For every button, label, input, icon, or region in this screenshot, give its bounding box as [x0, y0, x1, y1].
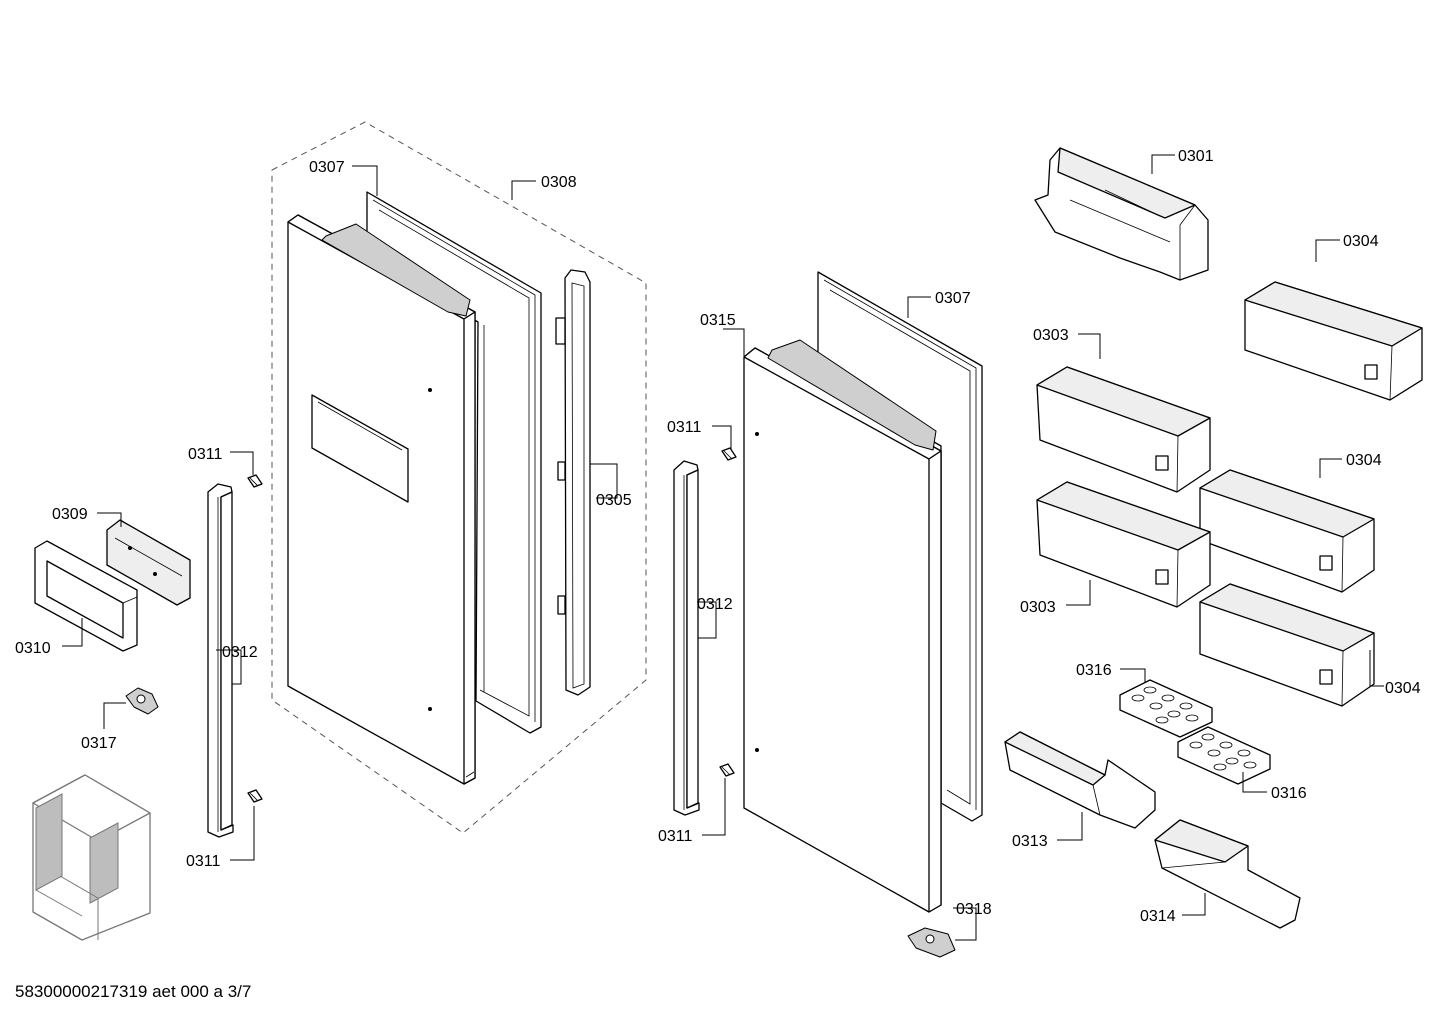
part-0316-egg-tray-top[interactable] [1119, 679, 1213, 738]
callout-0311-left-top: 0311 [188, 446, 223, 463]
callout-0304-bottom: 0304 [1385, 680, 1421, 697]
callout-0308: 0308 [541, 174, 577, 191]
callout-0301: 0301 [1178, 148, 1214, 165]
callout-0304-mid: 0304 [1346, 452, 1382, 469]
callout-0315: 0315 [700, 312, 736, 329]
part-0312-left-handle[interactable] [207, 483, 234, 838]
callout-0318: 0318 [956, 901, 992, 918]
part-0311-screw-mid-top[interactable] [721, 447, 737, 461]
part-0311-screw-left-bottom[interactable] [247, 789, 263, 803]
part-0301-shelf[interactable] [1034, 147, 1209, 281]
callout-0311-mid-top: 0311 [667, 419, 702, 436]
callout-0314: 0314 [1140, 908, 1176, 925]
callout-0312-left: 0312 [222, 644, 258, 661]
callout-0307-left: 0307 [309, 159, 345, 176]
part-0316-egg-tray-bottom[interactable] [1177, 726, 1271, 785]
callout-0312-mid: 0312 [697, 596, 733, 613]
part-left-door[interactable] [287, 214, 476, 785]
callout-labels: 0307 0308 0305 0309 0310 0311 0312 0317 … [15, 148, 1421, 925]
part-0304-bin-top[interactable] [1244, 281, 1423, 401]
callout-0303-top: 0303 [1033, 327, 1069, 344]
part-0314-door-shelf[interactable] [1154, 819, 1301, 929]
part-0304-bin-mid[interactable] [1199, 469, 1375, 593]
callout-0311-mid-bottom: 0311 [658, 828, 693, 845]
callout-0311-left-bottom: 0311 [186, 853, 221, 870]
document-id-footer: 58300000217319 aet 000 a 3/7 [15, 982, 251, 1001]
callout-0309: 0309 [52, 506, 88, 523]
fridge-overview-thumbnail [32, 774, 151, 941]
callout-0307-right: 0307 [935, 290, 971, 307]
part-0305-side-rail[interactable] [555, 269, 591, 696]
callout-0304-top: 0304 [1343, 233, 1379, 250]
callout-0313: 0313 [1012, 833, 1048, 850]
part-0311-screw-mid-bottom[interactable] [719, 763, 735, 777]
part-0313-door-shelf[interactable] [1004, 731, 1156, 829]
part-0311-screw-left-top[interactable] [247, 474, 263, 488]
part-0303-bin-bottom[interactable] [1036, 481, 1211, 608]
part-0317-hinge-cover[interactable] [125, 687, 159, 715]
door-assembly-outline [271, 121, 647, 834]
part-0315-door[interactable] [743, 339, 942, 913]
callout-0317: 0317 [81, 735, 117, 752]
callout-0316-bottom: 0316 [1271, 785, 1307, 802]
part-0312-mid-handle[interactable] [673, 460, 700, 816]
callout-0310: 0310 [15, 640, 51, 657]
callout-0303-bottom: 0303 [1020, 599, 1056, 616]
part-0310-display-frame[interactable] [34, 540, 138, 652]
part-0309-electronic-board[interactable] [106, 519, 191, 606]
part-0304-bin-bottom[interactable] [1199, 583, 1375, 707]
part-0318-hinge-cover[interactable] [907, 927, 956, 958]
callout-0316-top: 0316 [1076, 662, 1112, 679]
part-0303-bin-top[interactable] [1036, 366, 1211, 493]
callout-leaders [62, 154, 1384, 941]
callout-0305: 0305 [596, 492, 632, 509]
